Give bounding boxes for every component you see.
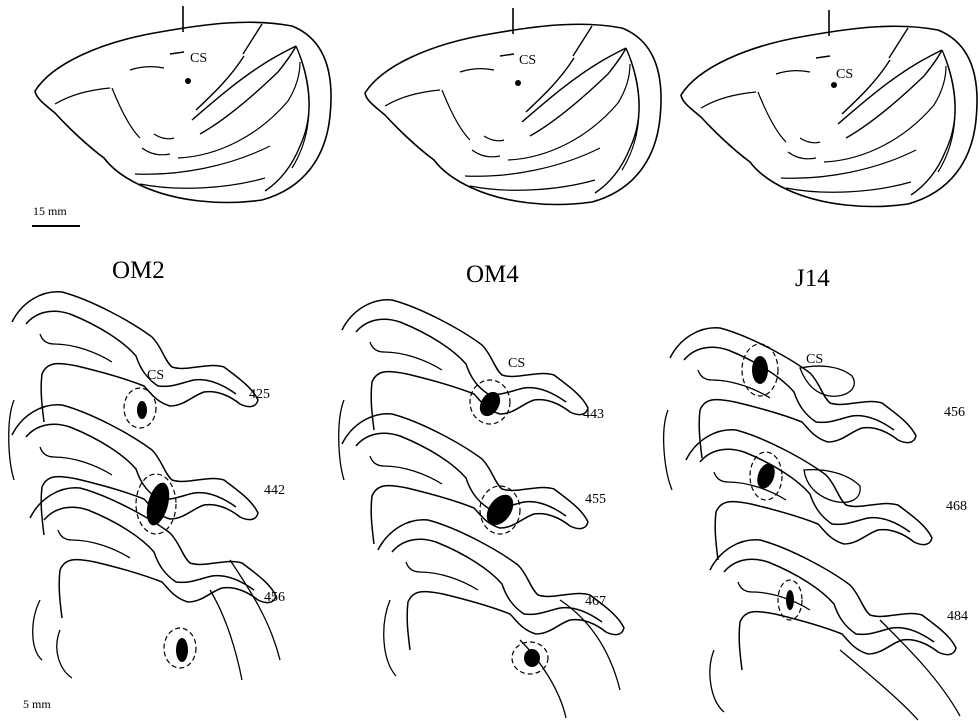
section-number: 425	[249, 388, 270, 402]
section-om4-2	[342, 414, 588, 544]
cs-label-om4-brain: CS	[519, 54, 536, 68]
cs-label-j14-brain: CS	[836, 68, 853, 82]
section-j14-1	[670, 328, 916, 458]
lesion	[137, 401, 147, 419]
scale-label-section: 5 mm	[23, 698, 51, 710]
section-number: 484	[947, 610, 968, 624]
lesion	[752, 356, 768, 384]
panel-title-om2: OM2	[112, 258, 165, 283]
section-number: 456	[264, 591, 285, 605]
lesion	[524, 649, 540, 667]
lesion	[786, 590, 794, 610]
section-om4-1	[342, 300, 588, 430]
section-number: 467	[585, 595, 606, 609]
section-j14-3	[710, 540, 956, 670]
lesion	[476, 388, 505, 420]
panel-title-j14: J14	[795, 266, 830, 291]
brain-lateral-om4	[365, 8, 661, 204]
panel-title-om4: OM4	[466, 262, 519, 287]
cs-label-j14-section: CS	[806, 353, 823, 367]
brain-lateral-om2	[35, 6, 331, 202]
section-number: 442	[264, 484, 285, 498]
lesion	[143, 480, 174, 528]
section-stack-om2	[9, 292, 280, 680]
section-number: 443	[583, 408, 604, 422]
section-stack-om4	[339, 300, 624, 718]
scale-label-brain: 15 mm	[33, 205, 67, 217]
section-number: 456	[944, 406, 965, 420]
section-j14-2	[686, 430, 932, 560]
section-om4-3	[378, 520, 624, 650]
section-om2-1	[12, 292, 258, 422]
section-stack-j14	[664, 328, 960, 720]
brain-lateral-j14	[681, 10, 977, 206]
section-number: 455	[585, 493, 606, 507]
lesion	[176, 638, 188, 662]
cs-label-om2-brain: CS	[190, 52, 207, 66]
section-number: 468	[946, 500, 967, 514]
cs-label-om2-section: CS	[147, 369, 164, 383]
cs-label-om4-section: CS	[508, 357, 525, 371]
